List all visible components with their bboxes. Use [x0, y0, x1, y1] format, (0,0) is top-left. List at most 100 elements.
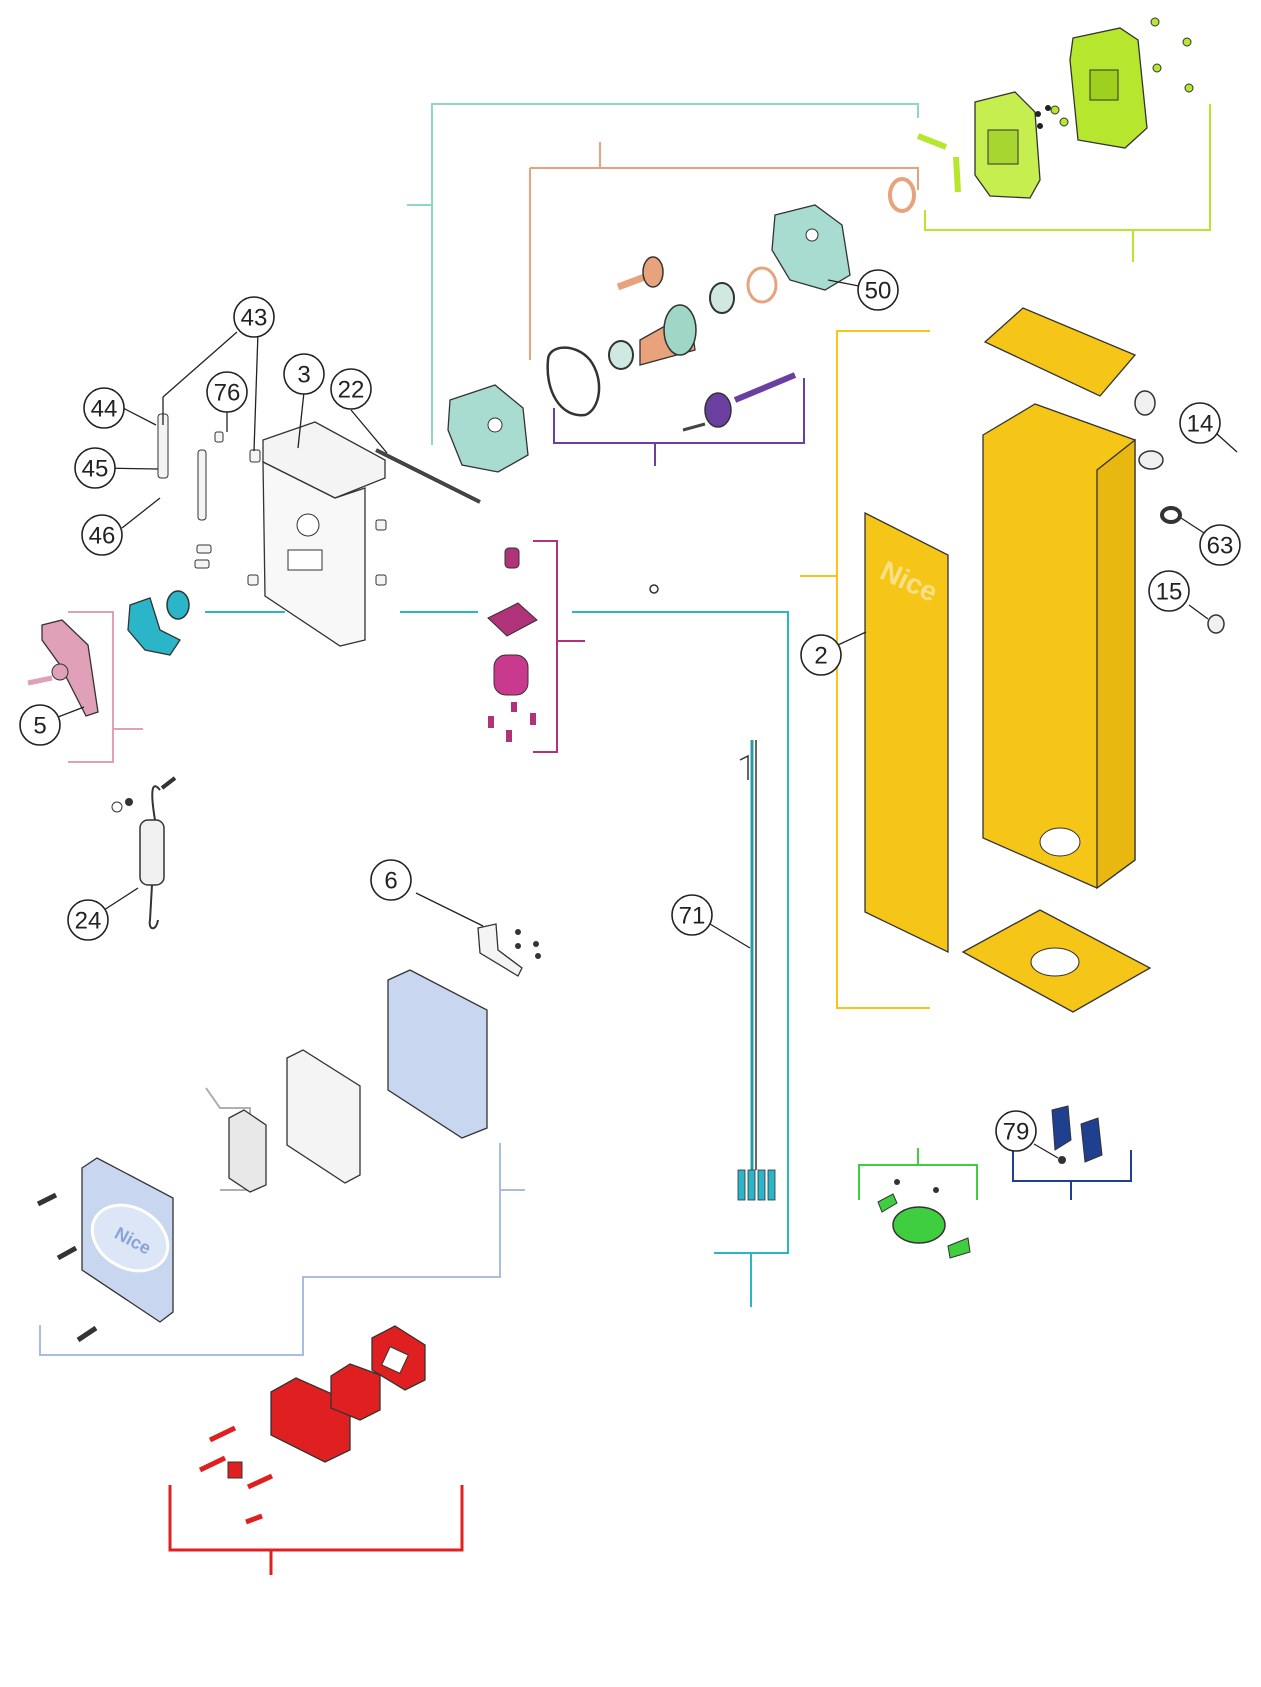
lime-group-bracket — [924, 104, 1211, 231]
navy-bracket — [1051, 1105, 1072, 1151]
callout-79: 79 — [995, 1110, 1037, 1152]
callout-45: 45 — [74, 447, 116, 489]
rear-gear-housing — [447, 384, 529, 473]
purple-group-bracket — [553, 378, 805, 444]
svg-text:50: 50 — [865, 278, 892, 305]
callout-14: 14 — [1179, 402, 1221, 444]
svg-text:45: 45 — [82, 456, 109, 483]
salmon-group-bracket — [530, 167, 919, 190]
terminal — [737, 1169, 746, 1201]
motor-body — [493, 654, 529, 696]
screw — [515, 929, 521, 935]
navy-bracket-assembly — [1051, 1105, 1103, 1164]
leader-43-a — [162, 331, 238, 398]
gearbox-nuts — [1035, 105, 1051, 129]
small-bracket — [477, 923, 523, 977]
spring-screw — [160, 776, 177, 790]
wire-harness — [737, 740, 776, 1201]
screw — [196, 544, 212, 554]
gearbox-window-2 — [987, 129, 1019, 165]
motor-screws — [488, 702, 536, 742]
leader-44 — [122, 407, 157, 426]
svg-text:46: 46 — [89, 523, 116, 550]
nut — [1035, 111, 1041, 117]
transformer-screws — [198, 1425, 274, 1525]
magenta-group-bracket — [533, 540, 558, 753]
screw — [208, 1425, 237, 1443]
cam-ring — [166, 590, 190, 620]
gray-group-bracket — [205, 1087, 251, 1191]
svg-text:2: 2 — [814, 643, 827, 670]
transformer-cover — [330, 1363, 381, 1421]
group-brackets — [39, 103, 1211, 1575]
leader-6 — [415, 892, 484, 927]
callout-24: 24 — [67, 899, 109, 941]
screw — [249, 449, 261, 463]
nut — [1045, 105, 1051, 111]
screw — [247, 574, 259, 586]
leader-22 — [350, 409, 388, 454]
bracket-window — [381, 1346, 409, 1374]
housing-hole — [805, 228, 819, 242]
gearbox-pin-1 — [916, 133, 948, 150]
svg-text:63: 63 — [1207, 533, 1234, 560]
cam-assembly — [127, 590, 190, 656]
spacer-pin — [649, 584, 659, 594]
gearbox-window — [1089, 69, 1119, 101]
leader-46 — [121, 497, 161, 529]
lightblue-group-bracket — [39, 1143, 501, 1356]
spring-washer — [111, 801, 123, 813]
callout-44: 44 — [83, 387, 125, 429]
cap-15 — [1207, 614, 1225, 634]
svg-text:71: 71 — [679, 903, 706, 930]
circuit-board — [286, 1049, 361, 1184]
center-mounting-plate — [157, 413, 659, 647]
small-gear — [642, 256, 664, 288]
callout-71: 71 — [671, 894, 713, 936]
lever-washer — [51, 663, 69, 681]
green-clip-2 — [947, 1237, 971, 1259]
screw — [530, 713, 536, 725]
screw — [1050, 105, 1060, 115]
navy-plate — [1080, 1117, 1103, 1163]
svg-text:22: 22 — [338, 377, 365, 404]
control-cover-screws — [36, 1192, 98, 1343]
screw — [214, 431, 224, 443]
leader-50 — [827, 279, 860, 287]
long-rod — [375, 448, 481, 504]
red-group-bracket — [168, 1485, 464, 1552]
callout-22: 22 — [330, 368, 372, 410]
cabinet-body-side — [1096, 438, 1136, 890]
spring-nut — [125, 798, 133, 806]
cam-part — [127, 597, 181, 656]
teal-group-bracket — [407, 103, 919, 206]
nut — [1037, 123, 1043, 129]
bearing-2 — [608, 340, 634, 370]
motor-assembly — [487, 547, 538, 742]
washer-14 — [1134, 390, 1156, 416]
transformer-body — [270, 1377, 351, 1463]
rear-housing-hole — [487, 417, 503, 433]
control-box-housing — [387, 969, 488, 1139]
leader-71 — [709, 923, 751, 949]
transformer-terminal — [227, 1461, 243, 1479]
control-module — [228, 1109, 267, 1193]
screw — [76, 1325, 98, 1343]
lever-arm — [41, 619, 99, 717]
seal-ring-2 — [746, 266, 778, 304]
svg-text:5: 5 — [33, 713, 46, 740]
leader-5 — [57, 706, 85, 718]
plate-screws — [157, 413, 387, 586]
svg-text:44: 44 — [91, 396, 118, 423]
screw — [198, 1455, 227, 1473]
leader-14 — [1216, 433, 1238, 453]
svg-text:24: 24 — [75, 908, 102, 935]
screw — [1152, 63, 1162, 73]
gear-housing-plate — [771, 204, 851, 291]
wire-terminals — [737, 1169, 776, 1201]
leader-3 — [297, 391, 305, 449]
screw — [515, 943, 521, 949]
lever-screw — [27, 675, 53, 686]
svg-text:14: 14 — [1187, 411, 1214, 438]
